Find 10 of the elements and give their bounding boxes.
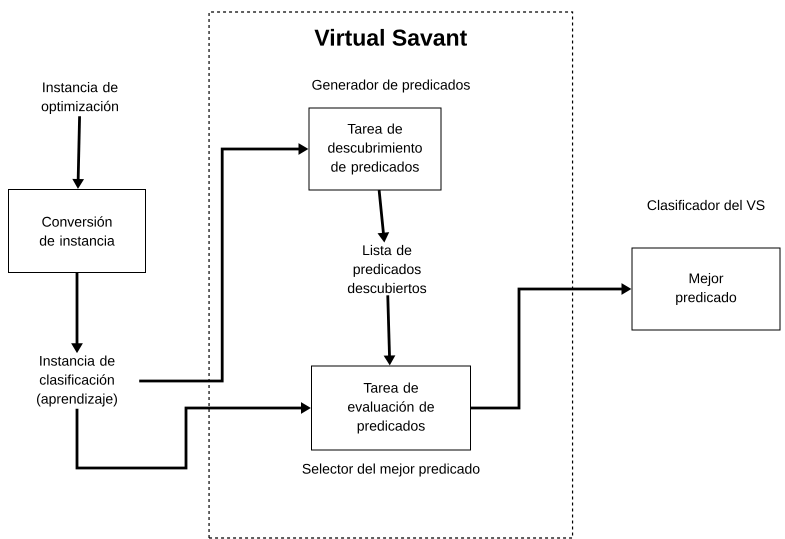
process-box: Conversión de instancia <box>8 189 146 273</box>
text-label: Instancia de clasificación (aprendizaje) <box>37 355 117 407</box>
text-label: Instancia de optimización <box>42 82 118 114</box>
node-label: Clasificador del VS <box>648 200 764 210</box>
process-box: Tarea de evaluación de predicados <box>311 366 471 450</box>
node-label: Selector del mejor predicado <box>302 463 480 477</box>
text-label: Lista de predicados descubiertos <box>348 244 426 294</box>
node-label: Generador de predicados <box>312 79 470 93</box>
process-box: Tarea de descubrimiento de predicados <box>308 108 442 190</box>
process-box: Mejor predicado <box>632 248 780 330</box>
